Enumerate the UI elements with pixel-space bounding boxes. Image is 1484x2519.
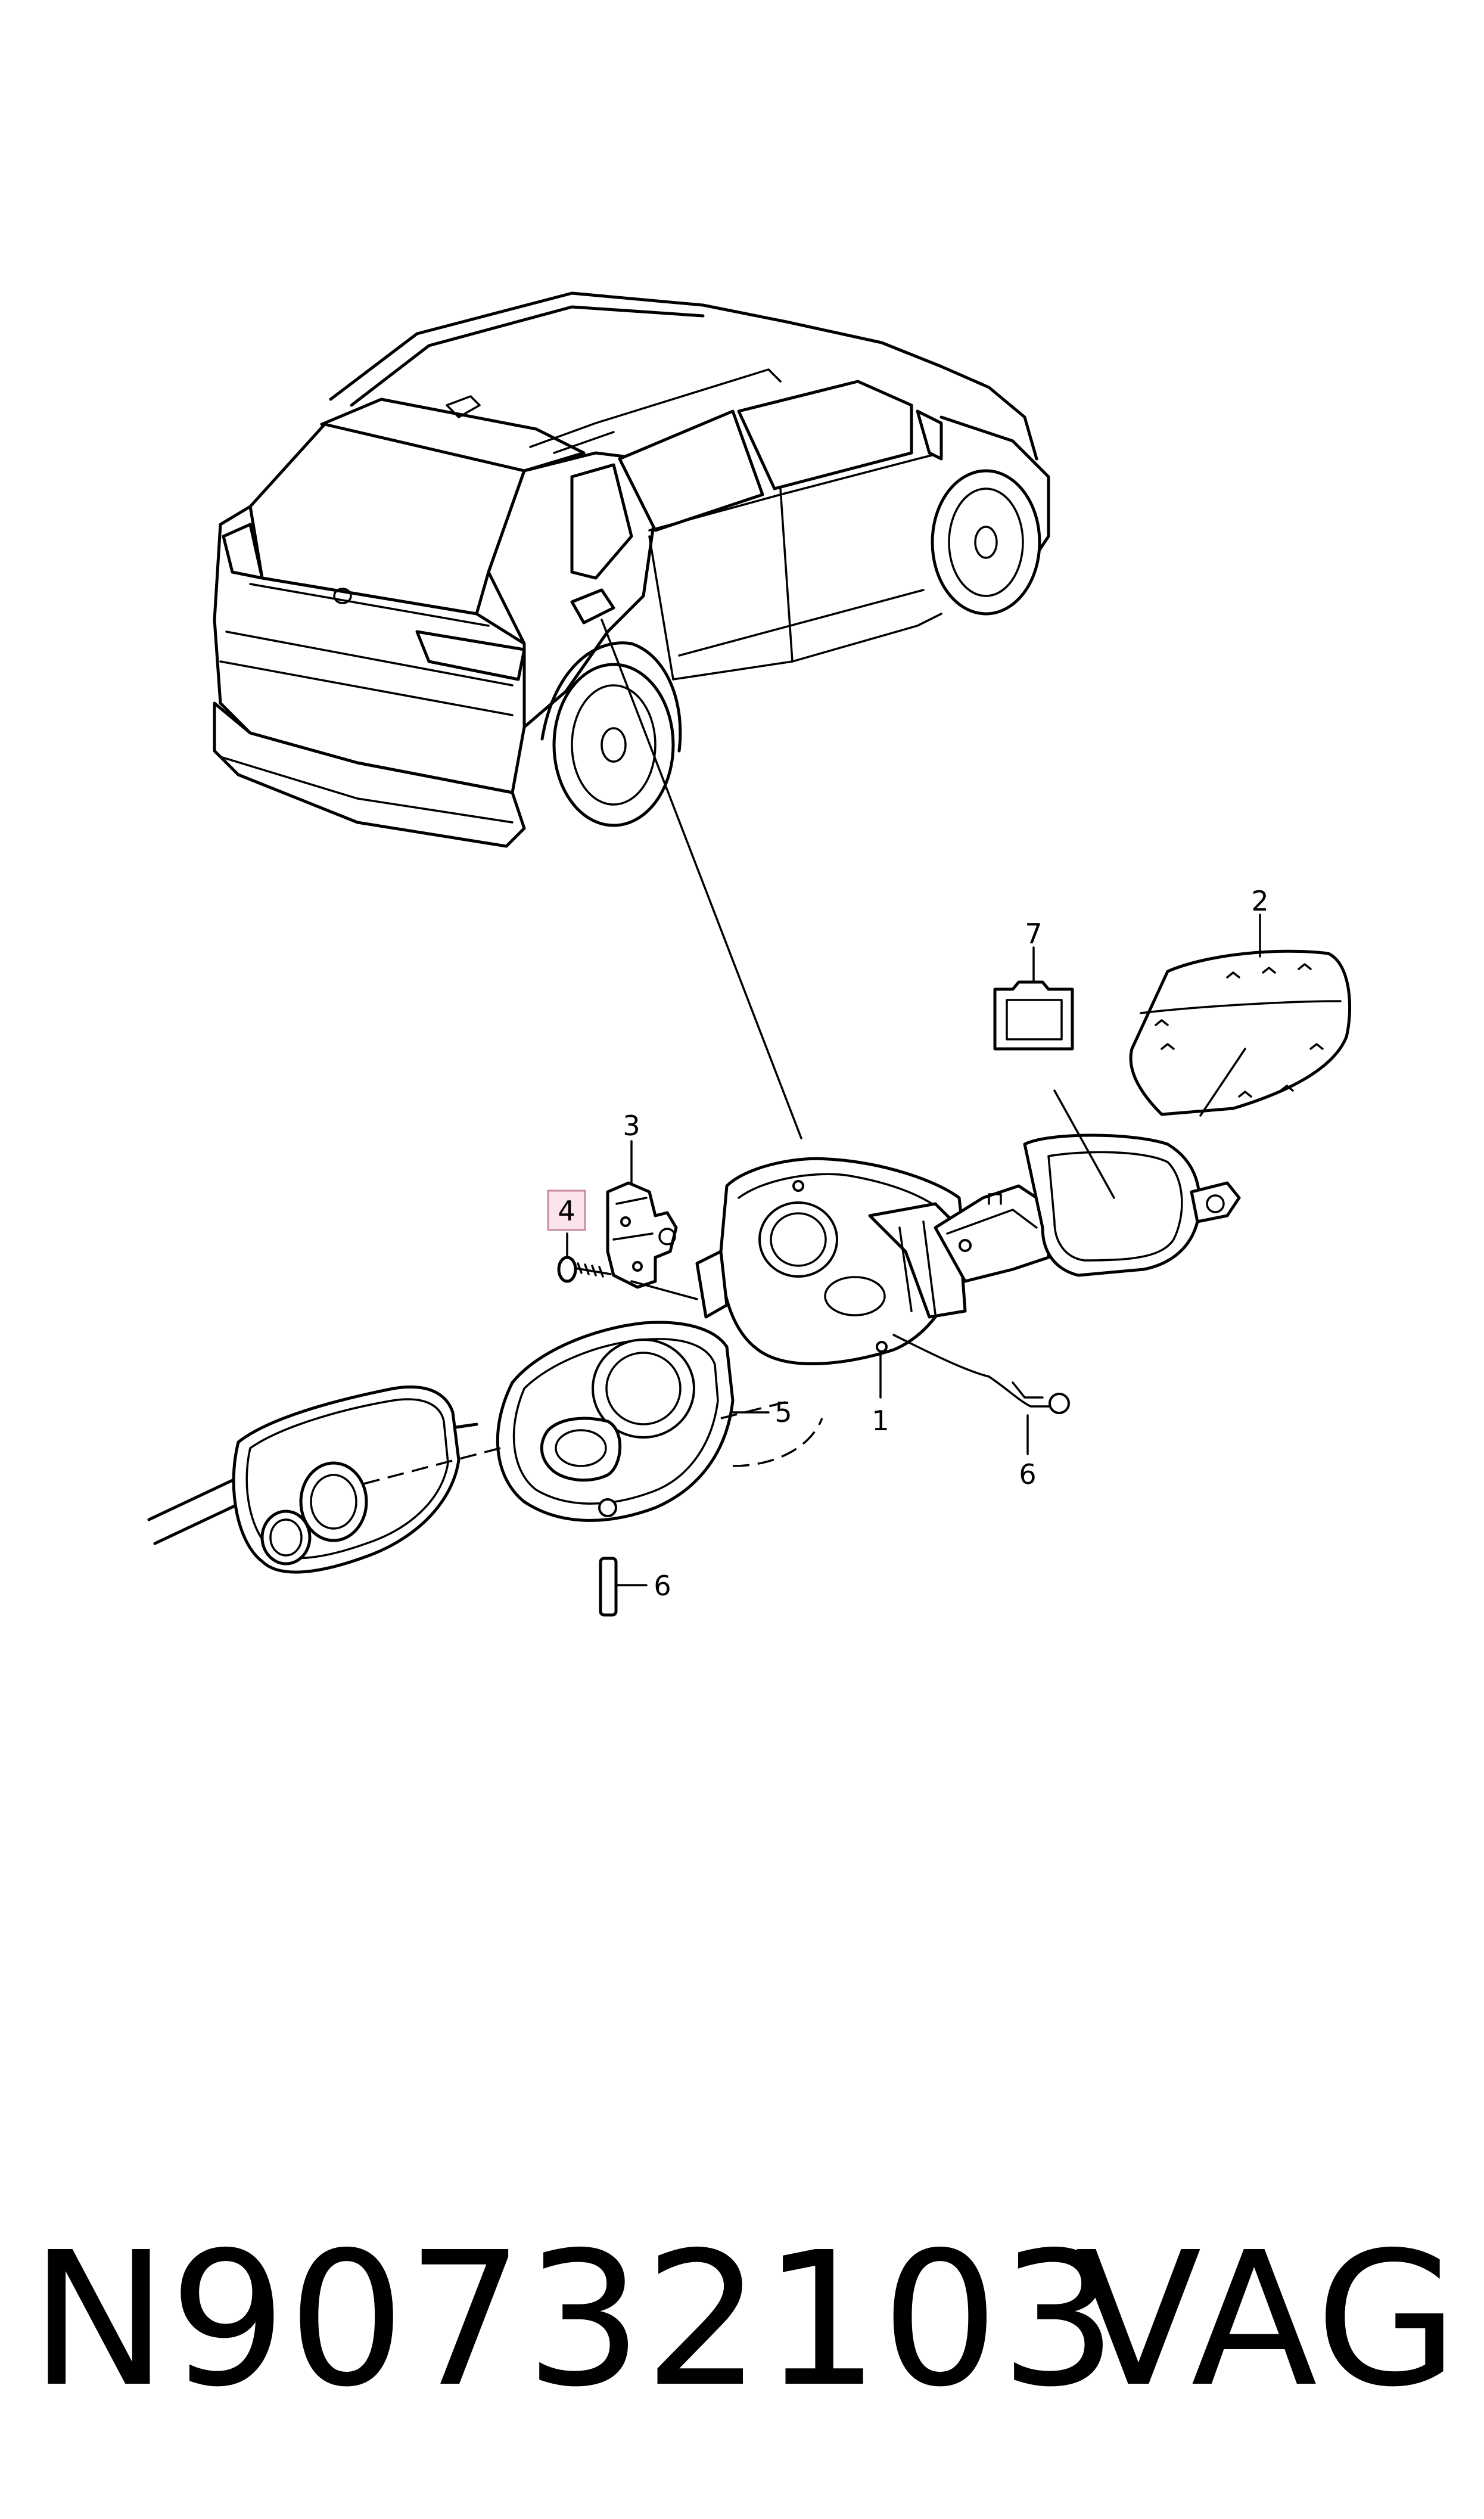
part-number: N90732103 bbox=[30, 2213, 1119, 2428]
callout-6-bottom[interactable]: 6 bbox=[654, 1570, 671, 1602]
part-3-actuator bbox=[606, 1140, 698, 1300]
callout-5[interactable]: 5 bbox=[774, 1396, 792, 1428]
part-6-cable-right bbox=[892, 1334, 1070, 1414]
callout-2[interactable]: 2 bbox=[1251, 885, 1268, 917]
part-6-drain-pin bbox=[599, 1557, 648, 1617]
callout-labels: 1 2 3 4 5 6 6 7 bbox=[547, 885, 1269, 1602]
part-7-label bbox=[993, 980, 1074, 1051]
callout-leaders bbox=[732, 914, 1261, 1455]
callout-7[interactable]: 7 bbox=[1025, 918, 1042, 950]
part-4-screw bbox=[557, 1232, 612, 1283]
brand-name: VAG bbox=[1075, 2213, 1460, 2428]
callout-4[interactable]: 4 bbox=[558, 1195, 575, 1227]
car-illustration bbox=[213, 291, 1050, 848]
part-2-liner-panel bbox=[1129, 949, 1352, 1117]
part-1-fuel-filler-housing bbox=[695, 1089, 1241, 1365]
car-to-housing-leader bbox=[601, 619, 802, 1139]
callout-4-highlight bbox=[547, 1189, 586, 1231]
callout-3[interactable]: 3 bbox=[623, 1110, 640, 1142]
callout-6-right[interactable]: 6 bbox=[1019, 1458, 1036, 1490]
callout-1[interactable]: 1 bbox=[872, 1405, 889, 1437]
part-5-seal bbox=[496, 1321, 823, 1522]
body-panel-filler-neck bbox=[147, 1385, 501, 1574]
